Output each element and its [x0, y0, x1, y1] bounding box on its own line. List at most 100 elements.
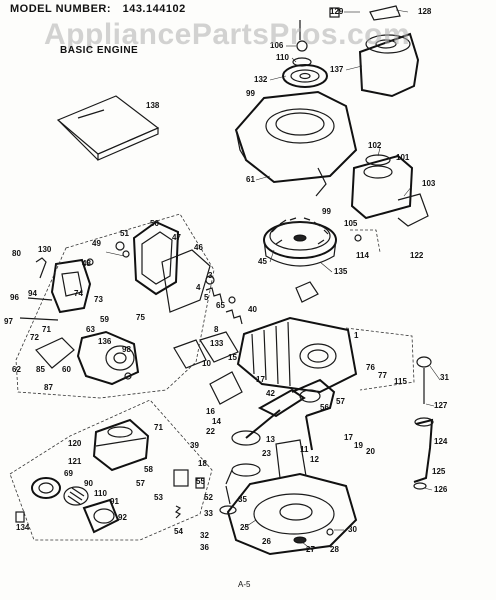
callout: 11	[300, 445, 309, 454]
callout: 47	[172, 233, 181, 242]
callout: 97	[4, 317, 13, 326]
callout: 99	[322, 207, 331, 216]
callout: 80	[12, 249, 21, 258]
flywheel	[263, 217, 337, 267]
callout: 19	[354, 441, 363, 450]
dipstick-tube	[413, 356, 434, 490]
callout: 138	[146, 101, 160, 110]
callout: 48	[82, 259, 91, 268]
callout: 136	[98, 337, 112, 346]
callout: 42	[266, 389, 275, 398]
callout: 87	[44, 383, 53, 392]
valve-train	[205, 275, 319, 325]
small-hardware	[173, 469, 237, 519]
callout: 15	[228, 353, 237, 362]
callout: 57	[336, 397, 345, 406]
callout: 96	[10, 293, 19, 302]
callout: 122	[410, 251, 424, 260]
callout: 8	[214, 325, 219, 334]
leader-lines	[243, 9, 441, 551]
callout: 126	[434, 485, 448, 494]
callout: 35	[238, 495, 247, 504]
callout: 103	[422, 179, 436, 188]
callout: 52	[204, 493, 213, 502]
blower-housing	[234, 90, 358, 197]
callout: 76	[366, 363, 375, 372]
callout: 53	[154, 493, 163, 502]
callout: 62	[12, 365, 21, 374]
callout: 3	[208, 271, 213, 280]
callout: 26	[262, 537, 271, 546]
callout: 18	[198, 459, 207, 468]
model-number: 143.144102	[122, 3, 186, 15]
callout: 71	[154, 423, 163, 432]
callout: 4	[196, 283, 201, 292]
callout: 23	[262, 449, 271, 458]
callout: 51	[120, 229, 129, 238]
muffler	[350, 154, 429, 242]
callout: 134	[16, 523, 30, 532]
callout: 73	[94, 295, 103, 304]
crankshaft	[257, 378, 336, 451]
callout: 54	[174, 527, 183, 536]
callout: 128	[418, 7, 432, 16]
callout: 49	[92, 239, 101, 248]
callout: 56	[320, 403, 329, 412]
callout: 90	[84, 479, 93, 488]
callout: 5	[204, 293, 209, 302]
callout: 105	[344, 219, 358, 228]
callout: 124	[434, 437, 448, 446]
callout: 114	[356, 251, 369, 260]
callout: 27	[306, 545, 315, 554]
callout: 98	[122, 345, 131, 354]
callout: 121	[68, 457, 82, 466]
callout: 14	[212, 417, 221, 426]
callout: 17	[256, 375, 265, 384]
callout: 106	[270, 41, 284, 50]
callout: 28	[330, 545, 339, 554]
callout: 75	[136, 313, 145, 322]
callout: 135	[334, 267, 348, 276]
callout-labels: 129 128 106 110 137 132 99 138 61 102 10…	[4, 7, 449, 554]
callout: 57	[136, 479, 145, 488]
callout: 22	[206, 427, 215, 436]
site-watermark: AppliancePartsPros.com	[44, 18, 411, 51]
starter-housing	[358, 32, 420, 98]
callout: 110	[94, 489, 107, 498]
callout: 13	[266, 435, 275, 444]
callout: 85	[36, 365, 45, 374]
connecting-rod	[225, 409, 281, 485]
callout: 115	[394, 377, 407, 386]
callout: 132	[254, 75, 268, 84]
manual-illustration	[56, 95, 160, 161]
callout: 12	[310, 455, 319, 464]
callout: 120	[68, 439, 82, 448]
callout: 30	[348, 525, 357, 534]
callout: 91	[110, 497, 119, 506]
callout: 77	[378, 371, 387, 380]
callout: 36	[200, 543, 209, 552]
callout: 69	[64, 469, 73, 478]
callout: 50	[150, 219, 159, 228]
callout: 133	[210, 339, 224, 348]
callout: 59	[100, 315, 109, 324]
callout: 74	[74, 289, 83, 298]
governor-linkage	[19, 257, 94, 321]
fuel-tank	[92, 418, 150, 472]
callout: 45	[258, 257, 267, 266]
callout: 58	[144, 465, 153, 474]
assembly-outline	[9, 213, 415, 541]
callout: 129	[330, 7, 344, 16]
callout: 71	[42, 325, 51, 334]
intake-elbow	[35, 330, 140, 386]
callout: 102	[368, 141, 382, 150]
callout: 39	[190, 441, 199, 450]
callout: 55	[196, 477, 205, 486]
model-number-heading: MODEL NUMBER: 143.144102	[10, 3, 186, 15]
diagram-subtitle: BASIC ENGINE	[60, 45, 139, 56]
callout: 10	[202, 359, 211, 368]
callout: 31	[440, 373, 449, 382]
callout: 1	[354, 331, 359, 340]
